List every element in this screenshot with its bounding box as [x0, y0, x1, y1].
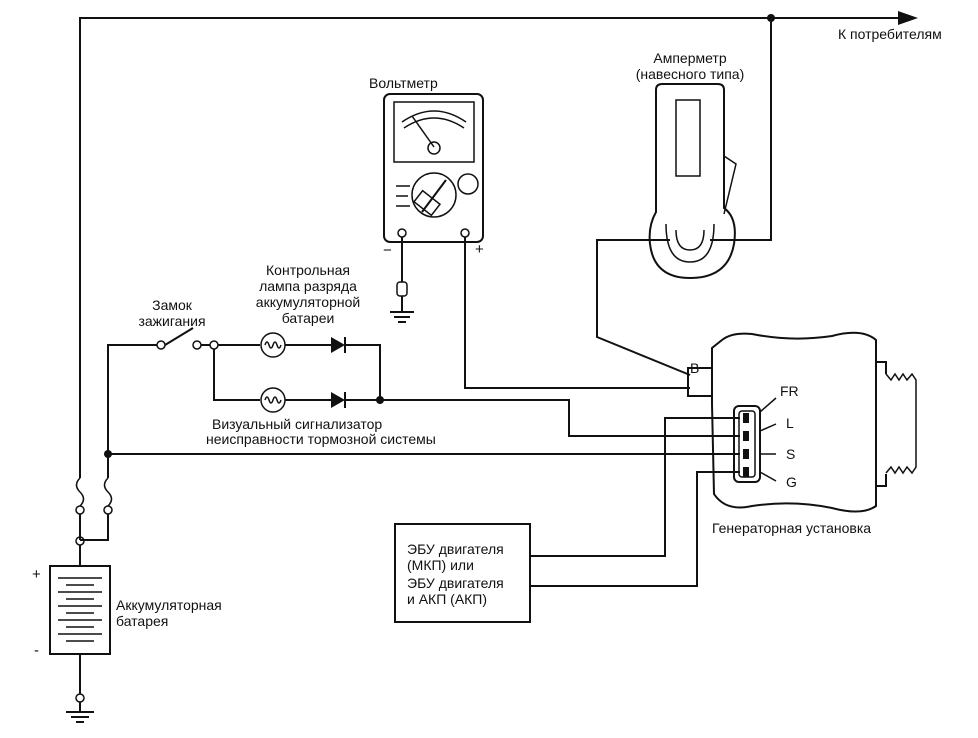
alternator	[687, 331, 917, 513]
battery	[49, 565, 111, 723]
ecu-label-line2: (МКП) или	[407, 557, 474, 573]
fr-wire	[530, 417, 740, 557]
battery-plus-symbol: +	[32, 566, 41, 583]
terminal-g-label: G	[786, 474, 797, 490]
diode-icon	[331, 392, 345, 408]
diode-icon	[331, 337, 345, 353]
alternator-label: Генераторная установка	[712, 520, 872, 536]
brake-warning-lamp	[213, 349, 384, 413]
ammeter-clamp	[665, 223, 715, 263]
ignition-label-line2: зажигания	[138, 313, 206, 329]
brake-label-line1: Визуальный сигнализатор	[212, 416, 383, 432]
battery-label-line1: Аккумуляторная	[116, 597, 222, 613]
ecu-label-line4: и АКП (АКП)	[407, 591, 488, 607]
l-wire	[380, 399, 740, 437]
voltmeter-scale	[401, 110, 467, 123]
ecu-label-line1: ЭБУ двигателя	[407, 541, 504, 557]
ground-icon	[66, 711, 94, 723]
consumers-line	[79, 11, 918, 470]
terminal-fr-label: FR	[780, 383, 799, 399]
voltmeter-needle	[411, 115, 435, 148]
consumers-arrow-icon	[898, 11, 918, 25]
voltmeter	[383, 93, 690, 389]
charge-warning-lamp	[218, 332, 381, 400]
lamp-label-line2: лампа разряда	[259, 278, 357, 294]
voltmeter-selector-knob	[411, 172, 457, 218]
ammeter-display	[675, 99, 701, 177]
ecu-box	[394, 523, 531, 623]
voltmeter-minus-symbol: −	[383, 242, 392, 259]
battery-minus-symbol: -	[34, 642, 39, 659]
fuse-icon	[75, 470, 85, 540]
ammeter-label-line1: Амперметр	[653, 50, 727, 66]
lamp-label-line4: батареи	[281, 310, 335, 326]
voltmeter-label: Вольтметр	[369, 75, 438, 91]
connector	[733, 405, 761, 483]
b-terminal	[687, 367, 713, 397]
ignition-switch	[107, 327, 219, 465]
fuse-icon	[80, 454, 113, 541]
voltmeter-button	[457, 173, 479, 195]
ignition-label-line1: Замок	[152, 297, 192, 313]
lamp-label-line3: аккумуляторной	[255, 294, 361, 310]
ammeter-label-line2: (навесного типа)	[635, 66, 745, 82]
ecu-label-line3: ЭБУ двигателя	[407, 575, 504, 591]
g-wire	[530, 471, 740, 587]
ammeter	[648, 83, 737, 280]
battery-label-line2: батарея	[116, 613, 169, 629]
terminal-l-label: L	[786, 415, 794, 431]
brake-label-line2: неисправности тормозной системы	[206, 431, 436, 447]
s-wire	[104, 450, 740, 458]
consumers-label: К потребителям	[838, 26, 942, 42]
ground-icon	[390, 311, 414, 323]
voltmeter-plus-symbol: +	[475, 241, 484, 258]
lamp-label-line1: Контрольная	[266, 262, 350, 278]
voltmeter-terminal-minus	[397, 228, 407, 238]
terminal-b-label: B	[690, 360, 700, 376]
terminal-s-label: S	[786, 446, 796, 462]
voltmeter-terminal-plus	[460, 228, 470, 238]
